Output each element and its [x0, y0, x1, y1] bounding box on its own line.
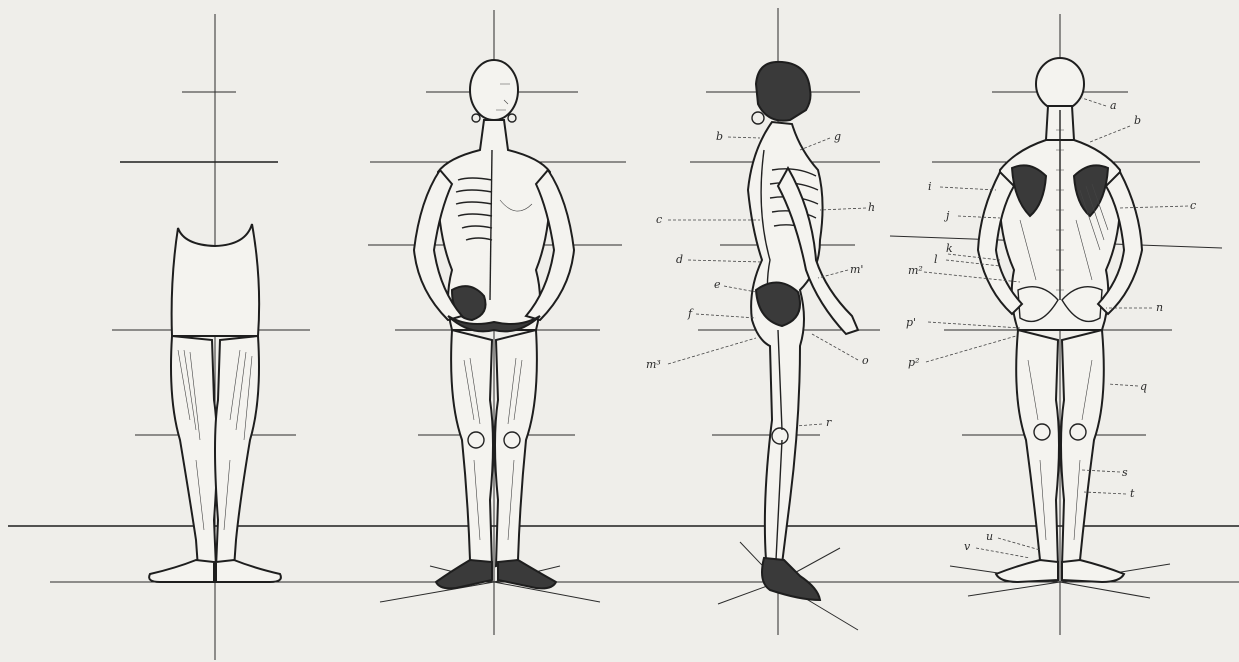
- label-n-back: n: [1156, 301, 1163, 314]
- label-r-side: r: [826, 416, 832, 429]
- label-i-back: i: [928, 180, 932, 193]
- label-p2-back: p²: [908, 356, 919, 369]
- label-v-back: v: [964, 540, 971, 553]
- fig1-right-foot: [216, 560, 281, 582]
- label-b-back: b: [1134, 114, 1141, 127]
- fig3-earring: [752, 112, 764, 124]
- fig4-right-leg: [1061, 330, 1104, 566]
- figure-4-back-view: [890, 14, 1222, 635]
- label-p1-back: p': [906, 316, 916, 329]
- fig1-left-foot: [149, 560, 214, 582]
- label-l-back: l: [934, 253, 938, 266]
- fig2-earring-left: [472, 114, 480, 122]
- figure-2-front-view: [368, 10, 626, 635]
- label-k-back: k: [946, 242, 953, 255]
- fig4-left-foot: [996, 560, 1058, 582]
- label-c-back: c: [1190, 199, 1196, 212]
- figure-3-side-view: [690, 8, 880, 635]
- label-d-side: d: [676, 253, 683, 266]
- label-m2-back: m²: [908, 264, 923, 277]
- label-h-side: h: [868, 201, 875, 214]
- fig2-earring-right: [508, 114, 516, 122]
- label-u-back: u: [986, 530, 993, 543]
- label-t-back: t: [1130, 487, 1135, 500]
- label-q-back: q: [1140, 380, 1147, 393]
- label-o-side: o: [862, 354, 869, 367]
- label-a-back: a: [1110, 99, 1117, 112]
- label-g-side: g: [834, 130, 841, 143]
- fig2-head: [470, 60, 518, 120]
- fig3-head: [756, 62, 811, 121]
- label-s-back: s: [1122, 466, 1128, 479]
- label-b-side: b: [716, 130, 723, 143]
- fig4-left-leg: [1016, 330, 1059, 566]
- label-c-side: c: [656, 213, 662, 226]
- fig1-left-leg: [171, 336, 217, 568]
- label-f-side: f: [687, 307, 694, 320]
- label-m3-side: m³: [646, 358, 661, 371]
- figure-1-lower-body: [112, 14, 310, 660]
- fig2-right-leg: [495, 330, 537, 566]
- label-j-back: j: [943, 209, 950, 222]
- fig4-right-foot: [1062, 560, 1124, 582]
- label-e-side: e: [714, 278, 721, 291]
- fig4-head: [1036, 58, 1084, 110]
- label-m1-side: m': [850, 263, 863, 276]
- fig2-left-leg: [451, 330, 493, 566]
